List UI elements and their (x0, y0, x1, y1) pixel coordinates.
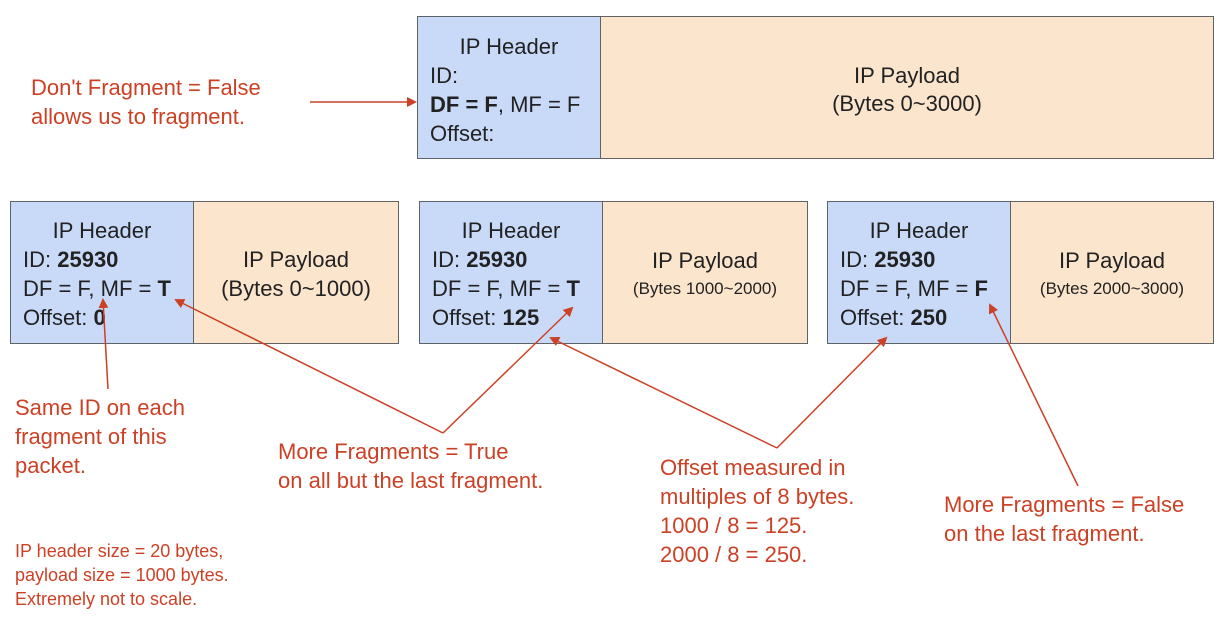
fragment-3-ip-payload: IP Payload (Bytes 2000~3000) (1010, 201, 1214, 344)
fragment-2-id-label: ID: (432, 247, 467, 272)
original-id-label: ID: (430, 63, 459, 88)
fragment-1-header-title: IP Header (52, 218, 152, 243)
fragment-2-ip-payload: IP Payload (Bytes 1000~2000) (602, 201, 808, 344)
dont-fragment-note: Don't Fragment = False allows us to frag… (31, 73, 261, 131)
fragment-2-payload-range: (Bytes 1000~2000) (632, 279, 778, 298)
original-header-title: IP Header (459, 34, 559, 59)
fragment-3-offset: Offset: 250 (840, 303, 947, 332)
offset-measured-line-3: 1000 / 8 = 125. (660, 513, 808, 538)
fragment-1-offset: Offset: 0 (23, 303, 106, 332)
original-ip-payload: IP Payload (Bytes 0~3000) (600, 16, 1214, 159)
fragment-3-flags-label: DF = F, MF = (840, 276, 975, 301)
fragment-1-id-label: ID: (23, 247, 58, 272)
offset-arrow-right (776, 336, 888, 449)
more-fragments-true-note: More Fragments = True on all but the las… (278, 437, 543, 495)
fragment-3-header-title: IP Header (869, 218, 969, 243)
fragment-2-offset-value: 125 (502, 305, 540, 330)
offset-measured-line-2: multiples of 8 bytes. (660, 484, 855, 509)
dont-fragment-line-2: allows us to fragment. (31, 104, 245, 129)
fragment-1-id-value: 25930 (57, 247, 119, 272)
original-payload-title: IP Payload (853, 63, 960, 88)
fragment-2-offset: Offset: 125 (432, 303, 539, 332)
fragment-2-id-value: 25930 (466, 247, 528, 272)
original-ip-header: IP Header ID: DF = F, MF = F Offset: (417, 16, 601, 159)
fragment-3-offset-label: Offset: (840, 305, 911, 330)
fragment-3-id-value: 25930 (874, 247, 936, 272)
fragment-1-ip-payload: IP Payload (Bytes 0~1000) (193, 201, 399, 344)
fragment-1-flags-label: DF = F, MF = (23, 276, 158, 301)
same-id-arrow (98, 298, 109, 390)
scale-note: IP header size = 20 bytes, payload size … (15, 539, 229, 611)
fragment-2-header-title: IP Header (461, 218, 561, 243)
fragment-3-mf-value: F (974, 276, 988, 301)
fragment-1-flags: DF = F, MF = T (23, 274, 171, 303)
same-id-line-3: packet. (15, 453, 86, 478)
fragment-2-payload-title: IP Payload (651, 248, 758, 273)
original-df-flag: DF = F (430, 92, 498, 117)
fragment-1-offset-label: Offset: (23, 305, 94, 330)
fragment-1-payload-range: (Bytes 0~1000) (221, 276, 371, 301)
offset-measured-note: Offset measured in multiples of 8 bytes.… (660, 453, 854, 569)
fragment-3-payload-title: IP Payload (1058, 248, 1165, 273)
fragment-1-offset-value: 0 (93, 305, 106, 330)
offset-arrow-left (549, 337, 778, 449)
original-payload-range: (Bytes 0~3000) (832, 91, 982, 116)
fragment-2-ip-header: IP Header ID: 25930 DF = F, MF = T Offse… (419, 201, 603, 344)
fragment-1-payload-title: IP Payload (242, 247, 349, 272)
original-mf-flag: , MF = F (497, 92, 581, 117)
offset-measured-line-1: Offset measured in (660, 455, 846, 480)
fragment-3-payload-range: (Bytes 2000~3000) (1039, 279, 1185, 298)
more-fragments-true-arrow-left (174, 299, 444, 434)
scale-note-line-1: IP header size = 20 bytes, (15, 541, 224, 561)
more-fragments-false-note: More Fragments = False on the last fragm… (944, 490, 1184, 548)
more-fragments-false-line-2: on the last fragment. (944, 521, 1145, 546)
more-fragments-true-line-1: More Fragments = True (278, 439, 509, 464)
same-id-line-2: fragment of this (15, 424, 167, 449)
same-id-note: Same ID on each fragment of this packet. (15, 393, 185, 480)
fragment-2-flags: DF = F, MF = T (432, 274, 580, 303)
original-offset-label: Offset: (430, 121, 495, 146)
more-fragments-false-line-1: More Fragments = False (944, 492, 1185, 517)
offset-measured-line-4: 2000 / 8 = 250. (660, 542, 808, 567)
fragment-2-id: ID: 25930 (432, 245, 527, 274)
fragment-1-mf-value: T (157, 276, 171, 301)
fragment-1-id: ID: 25930 (23, 245, 118, 274)
dont-fragment-line-1: Don't Fragment = False (31, 75, 261, 100)
fragment-3-id: ID: 25930 (840, 245, 935, 274)
fragment-3-flags: DF = F, MF = F (840, 274, 988, 303)
fragment-2-mf-value: T (566, 276, 580, 301)
fragment-3-offset-value: 250 (910, 305, 948, 330)
more-fragments-true-arrow-right (442, 306, 574, 434)
same-id-line-1: Same ID on each (15, 395, 185, 420)
fragment-2-offset-label: Offset: (432, 305, 503, 330)
fragment-3-id-label: ID: (840, 247, 875, 272)
scale-note-line-3: Extremely not to scale. (15, 589, 198, 609)
fragment-3-ip-header: IP Header ID: 25930 DF = F, MF = F Offse… (827, 201, 1011, 344)
fragment-1-ip-header: IP Header ID: 25930 DF = F, MF = T Offse… (10, 201, 194, 344)
original-flags: DF = F, MF = F (430, 90, 580, 119)
more-fragments-false-arrow (989, 303, 1079, 487)
scale-note-line-2: payload size = 1000 bytes. (15, 565, 229, 585)
fragment-2-flags-label: DF = F, MF = (432, 276, 567, 301)
more-fragments-true-line-2: on all but the last fragment. (278, 468, 544, 493)
